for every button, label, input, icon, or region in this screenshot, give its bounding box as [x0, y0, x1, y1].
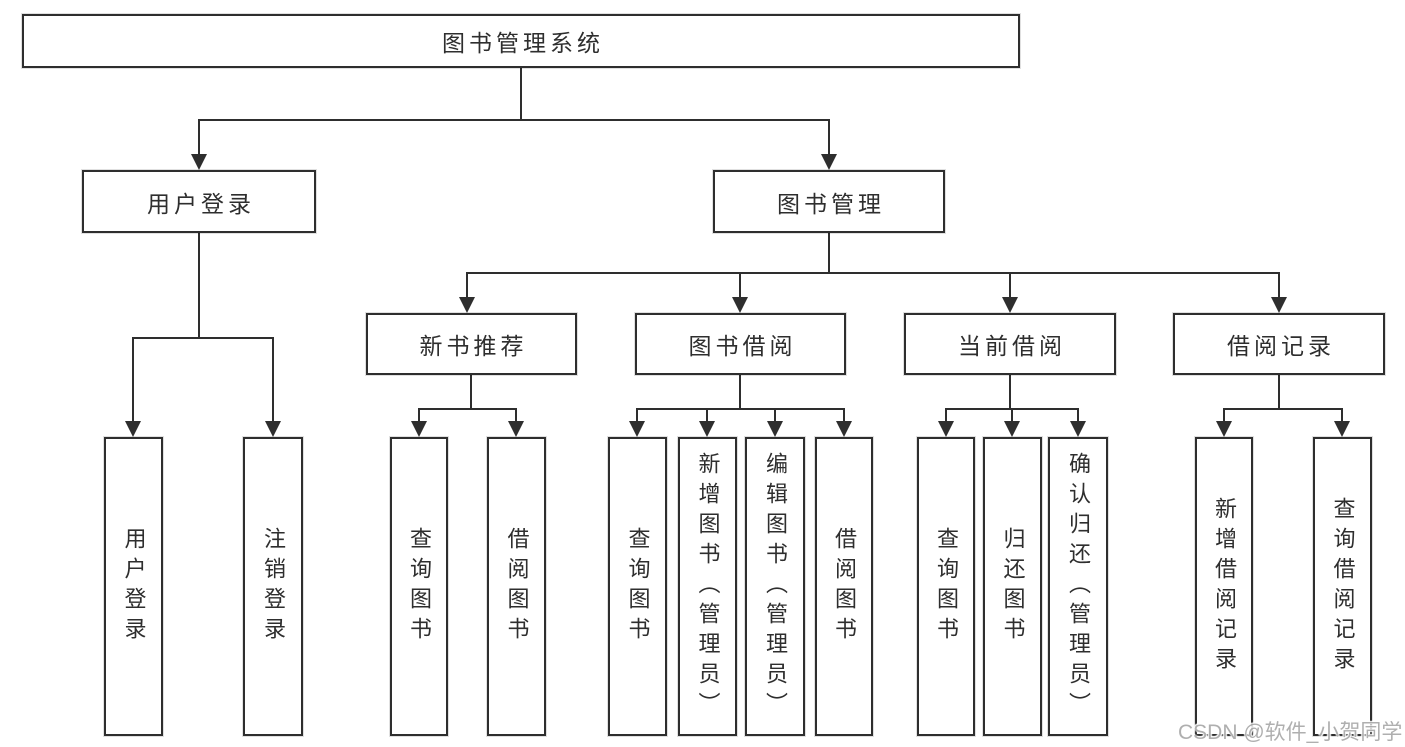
leaf-query-borrow-record: 查询借阅记录 — [1313, 437, 1372, 736]
connector-line — [520, 68, 522, 121]
leaf-user-login: 用户登录 — [104, 437, 163, 736]
arrowhead-icon — [836, 421, 852, 437]
connector-line — [774, 408, 776, 423]
arrowhead-icon — [508, 421, 524, 437]
leaf-borrow-books-recommend: 借阅图书 — [487, 437, 546, 736]
connector-line — [198, 233, 200, 339]
node-user-login: 用户登录 — [82, 170, 316, 233]
arrowhead-icon — [265, 421, 281, 437]
arrowhead-icon — [1271, 297, 1287, 313]
node-new-book-recommend: 新书推荐 — [366, 313, 577, 375]
connector-line — [1077, 408, 1079, 423]
connector-line — [1009, 375, 1011, 410]
arrowhead-icon — [1004, 421, 1020, 437]
connector-line — [828, 119, 830, 157]
leaf-query-books-recommend: 查询图书 — [390, 437, 448, 736]
leaf-borrow-books-borrowing: 借阅图书 — [815, 437, 873, 736]
leaf-add-book-admin: 新增图书（管理员） — [678, 437, 737, 736]
connector-line — [1009, 272, 1011, 299]
arrowhead-icon — [732, 297, 748, 313]
arrowhead-icon — [821, 154, 837, 170]
connector-line — [739, 375, 741, 410]
csdn-watermark: CSDN @软件_小贺同学 — [1178, 721, 1403, 744]
connector-line — [1223, 408, 1343, 410]
leaf-logout: 注销登录 — [243, 437, 303, 736]
connector-line — [515, 408, 517, 423]
connector-line — [1223, 408, 1225, 423]
connector-line — [132, 337, 274, 339]
connector-line — [1278, 375, 1280, 410]
arrowhead-icon — [125, 421, 141, 437]
node-library-management-system: 图书管理系统 — [22, 14, 1020, 68]
connector-line — [945, 408, 947, 423]
connector-line — [132, 337, 134, 423]
arrowhead-icon — [699, 421, 715, 437]
leaf-edit-book-admin: 编辑图书（管理员） — [745, 437, 805, 736]
connector-line — [466, 272, 1280, 274]
connector-line — [636, 408, 845, 410]
leaf-query-books-current: 查询图书 — [917, 437, 975, 736]
connector-line — [1278, 272, 1280, 299]
leaf-query-books-borrowing: 查询图书 — [608, 437, 667, 736]
leaf-confirm-return-admin: 确认归还（管理员） — [1048, 437, 1108, 736]
arrowhead-icon — [459, 297, 475, 313]
node-current-borrowing: 当前借阅 — [904, 313, 1116, 375]
connector-line — [272, 337, 274, 423]
arrowhead-icon — [411, 421, 427, 437]
connector-line — [636, 408, 638, 423]
arrowhead-icon — [1216, 421, 1232, 437]
connector-line — [198, 119, 200, 157]
arrowhead-icon — [1002, 297, 1018, 313]
node-borrowing-records: 借阅记录 — [1173, 313, 1385, 375]
arrowhead-icon — [191, 154, 207, 170]
connector-line — [418, 408, 517, 410]
arrowhead-icon — [767, 421, 783, 437]
arrowhead-icon — [938, 421, 954, 437]
connector-line — [1341, 408, 1343, 423]
node-book-borrowing: 图书借阅 — [635, 313, 846, 375]
connector-line — [198, 119, 830, 121]
connector-line — [418, 408, 420, 423]
connector-line — [466, 272, 468, 299]
connector-line — [470, 375, 472, 410]
arrowhead-icon — [1070, 421, 1086, 437]
arrowhead-icon — [1334, 421, 1350, 437]
connector-line — [1011, 408, 1013, 423]
connector-line — [843, 408, 845, 423]
connector-line — [706, 408, 708, 423]
leaf-return-book: 归还图书 — [983, 437, 1042, 736]
connector-line — [739, 272, 741, 299]
connector-line — [828, 233, 830, 274]
arrowhead-icon — [629, 421, 645, 437]
leaf-add-borrow-record: 新增借阅记录 — [1195, 437, 1253, 736]
node-book-management: 图书管理 — [713, 170, 945, 233]
